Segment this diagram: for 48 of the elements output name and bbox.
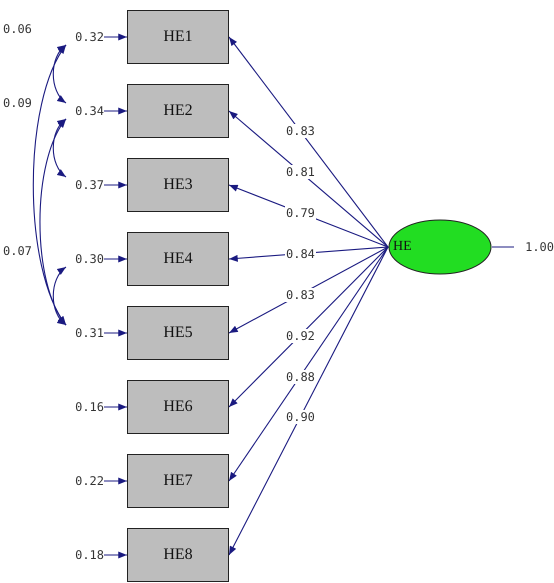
path-arrow	[228, 246, 388, 556]
variance-value: 0.34	[62, 103, 104, 119]
covariance-arrow	[39, 118, 66, 326]
covariance-arrow	[32, 44, 66, 326]
edge-label: 0.90	[285, 410, 316, 424]
covariance-value: 0.07	[2, 244, 33, 258]
path-arrow	[228, 246, 388, 408]
variance-value: 0.31	[62, 325, 104, 341]
variance-value: 0.37	[62, 177, 104, 193]
observed-variable-box: HE8	[127, 528, 229, 582]
edge-label: 0.92	[285, 329, 316, 343]
covariance-arrow	[52, 118, 66, 178]
observed-variable-box: HE7	[127, 454, 229, 508]
observed-variable-box: HE1	[127, 10, 229, 64]
variance-value: 0.30	[62, 251, 104, 267]
covariance-value: 0.09	[2, 96, 33, 110]
edge-label: 0.79	[285, 206, 316, 220]
variance-value: 1.00	[514, 239, 554, 255]
variance-value: 0.16	[62, 399, 104, 415]
edge-label: 0.83	[285, 124, 316, 138]
variance-value: 0.22	[62, 473, 104, 489]
path-arrow	[104, 330, 127, 336]
path-arrow	[104, 34, 127, 40]
covariance-arrow	[52, 44, 66, 104]
observed-variable-box: HE2	[127, 84, 229, 138]
observed-variable-box: HE6	[127, 380, 229, 434]
path-arrow	[104, 478, 127, 484]
path-arrow	[228, 246, 388, 482]
path-arrow	[228, 110, 388, 248]
edge-label: 0.81	[285, 165, 316, 179]
path-arrow	[104, 552, 127, 558]
edge-label: 0.84	[285, 247, 316, 261]
variance-value: 0.32	[62, 29, 104, 45]
variance-value: 0.18	[62, 547, 104, 563]
covariance-arrow	[52, 266, 66, 326]
edge-label: 0.83	[285, 288, 316, 302]
path-arrow	[104, 182, 127, 188]
path-arrow	[104, 404, 127, 410]
path-arrow	[228, 36, 388, 248]
observed-variable-box: HE5	[127, 306, 229, 360]
edge-label: 0.88	[285, 370, 316, 384]
path-arrow	[104, 108, 127, 114]
observed-variable-box: HE4	[127, 232, 229, 286]
path-arrow	[104, 256, 127, 262]
latent-variable-ellipse: HE	[388, 219, 492, 275]
observed-variable-box: HE3	[127, 158, 229, 212]
covariance-value: 0.06	[2, 22, 33, 36]
variance-line	[492, 246, 514, 248]
